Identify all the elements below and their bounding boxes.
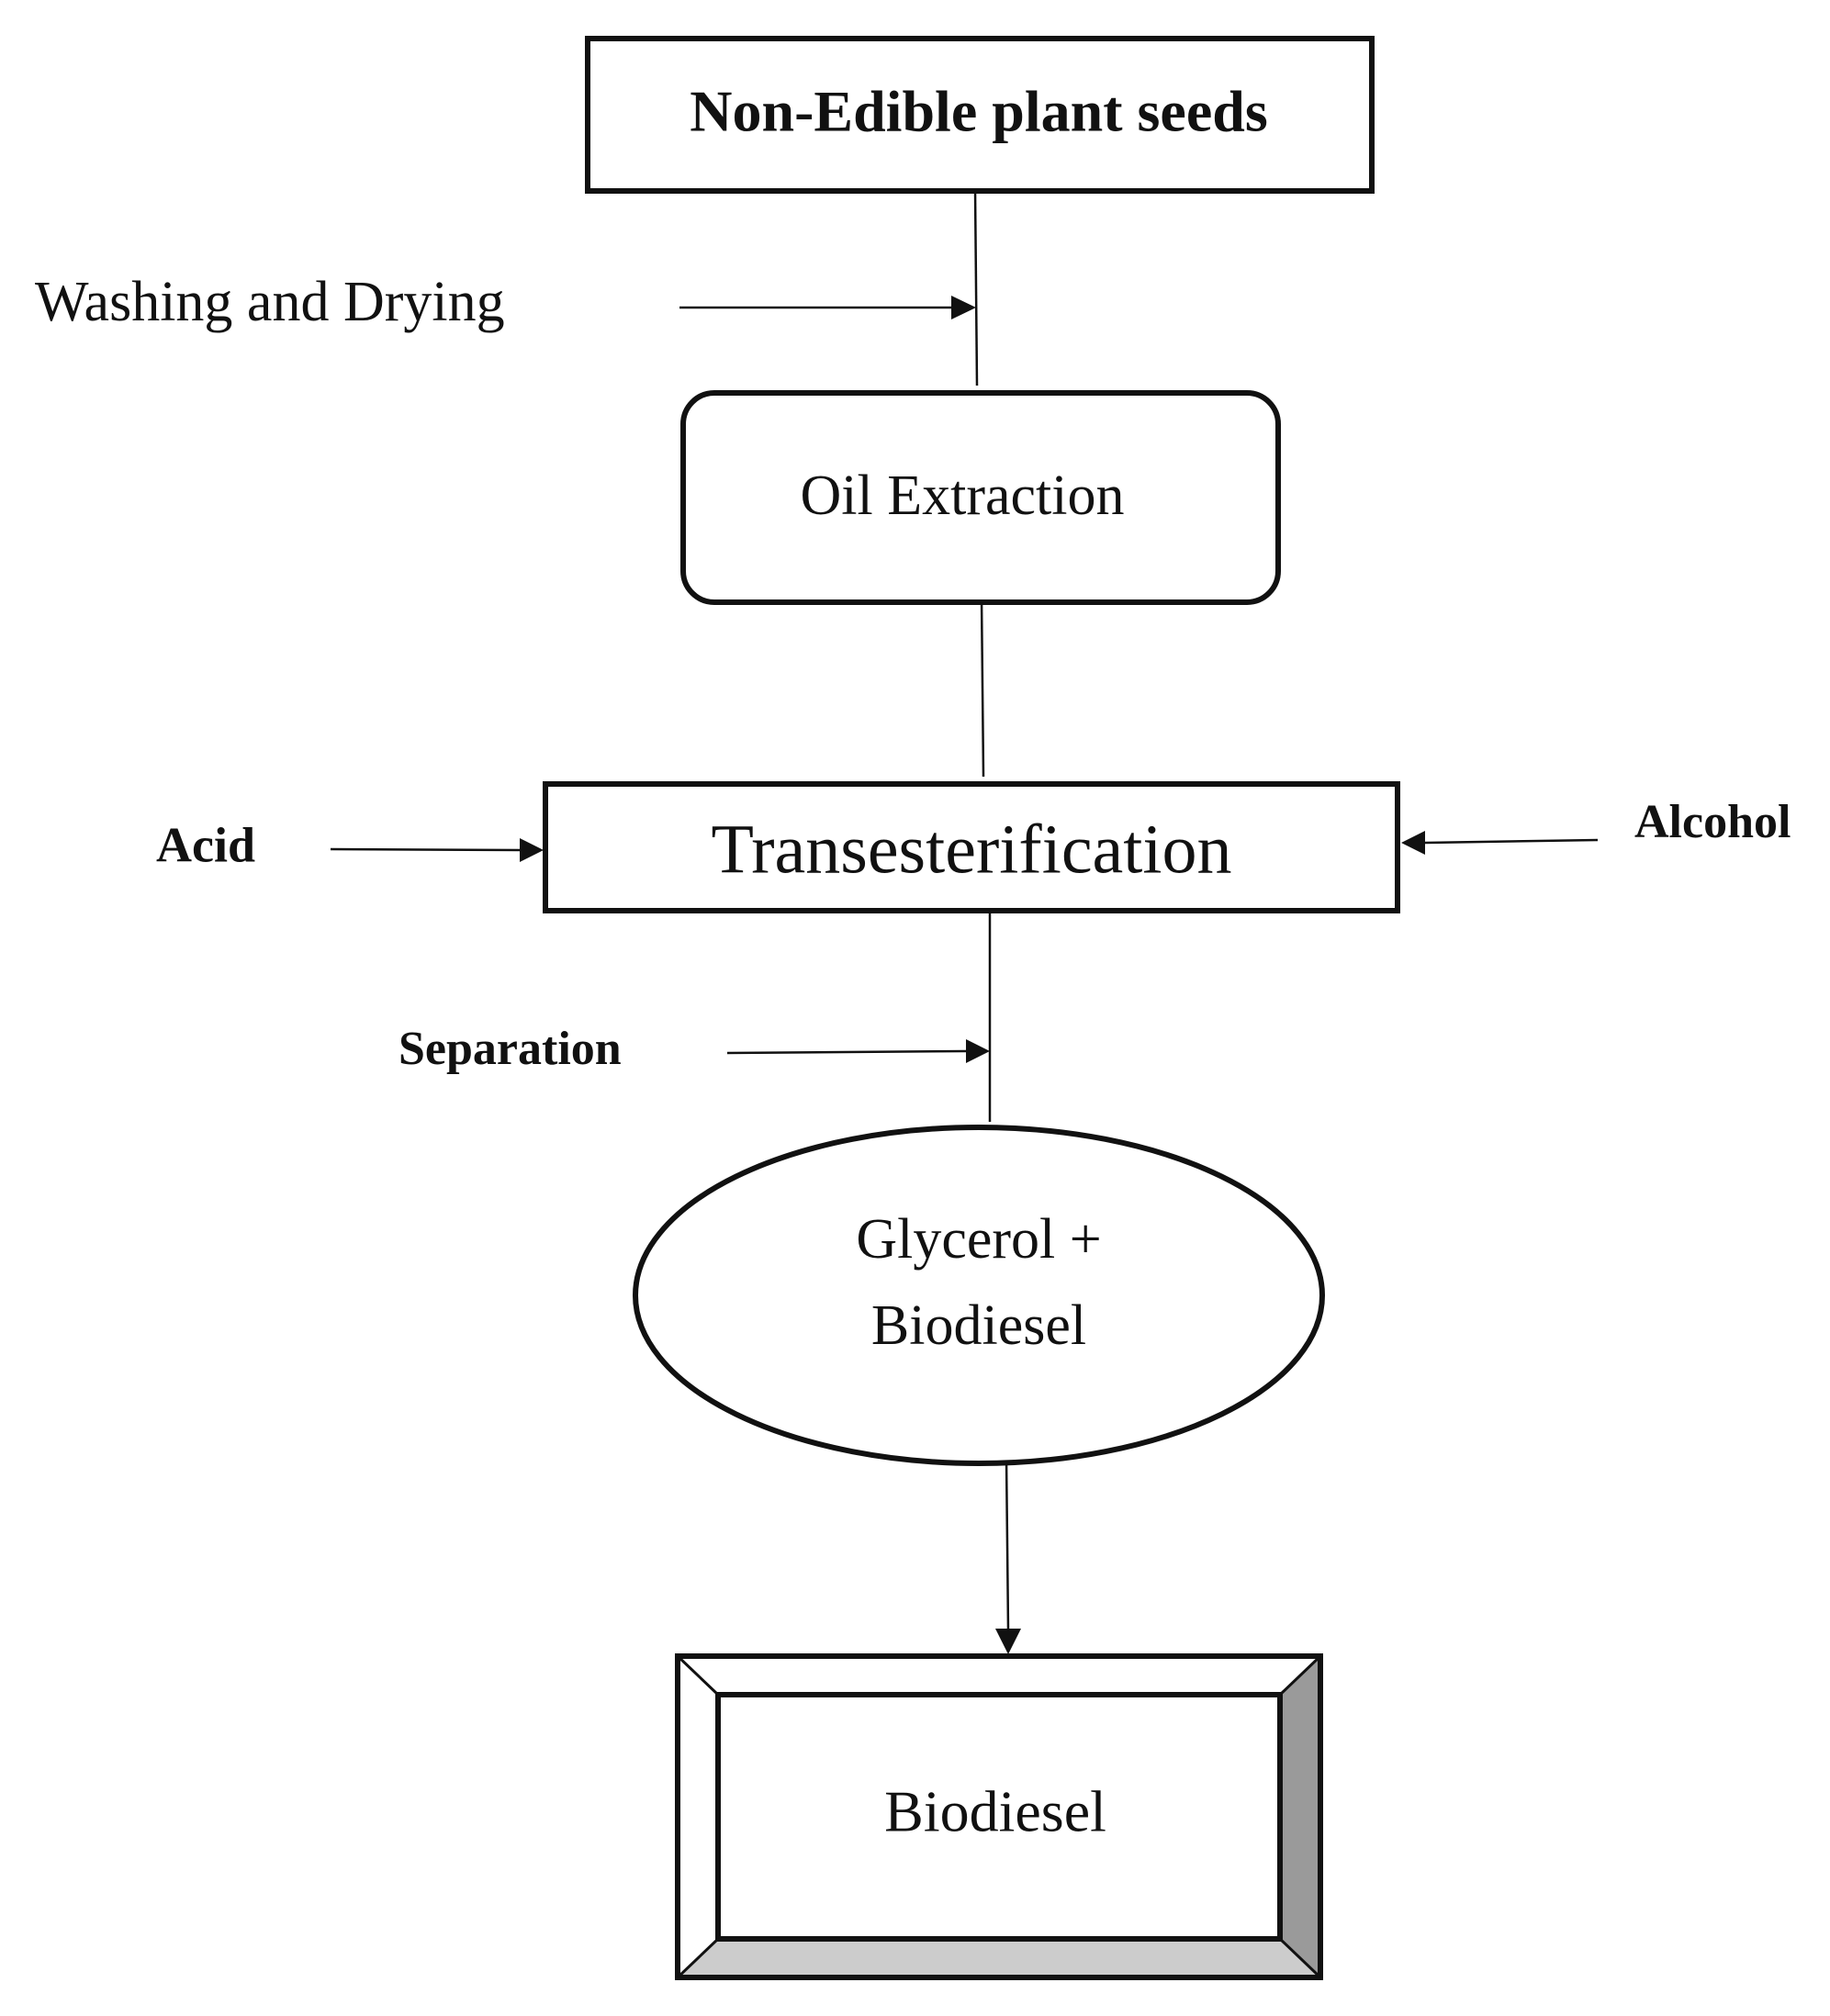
washing-arrowhead [951,296,976,319]
node-glycerol-biodiesel: Glycerol + Biodiesel [633,1125,1325,1466]
oil-extraction-box [680,390,1281,605]
node-seeds: Non-Edible plant seeds [585,36,1375,194]
transesterification-box [543,781,1400,913]
acid-label: Acid [156,817,255,872]
separation-arrowhead [966,1039,990,1063]
alcohol-label: Alcohol [1634,796,1791,848]
seeds-box [585,36,1375,194]
node-oil-extraction: Oil Extraction [680,390,1281,605]
biodiesel-inner-border [715,1692,1283,1942]
separation-arrow-line [726,1049,967,1055]
connector-seeds-to-extraction [973,188,979,386]
acid-arrowhead [520,838,544,862]
biodiesel-bevel-back [678,1656,1320,1977]
separation-label: Separation [399,1023,622,1075]
glycerol-biodiesel-ellipse [633,1125,1325,1466]
glycerol-label: Glycerol + [856,1208,1101,1271]
arrowhead-into-biodiesel [995,1629,1021,1654]
alcohol-arrow-line [1424,838,1599,845]
biodiesel-bevel-right [1280,1656,1320,1977]
biodiesel-bevel-corner-tl [676,1654,720,1697]
connector-extraction-to-transesterification [980,596,985,778]
node-biodiesel: Biodiesel [675,1653,1323,1980]
alcohol-arrowhead [1401,831,1425,855]
acid-arrow-line [330,847,521,852]
oil-extraction-label: Oil Extraction [801,465,1125,527]
biodiesel-bevel-corner-bl [676,1937,720,1979]
node-transesterification: Transesterification [543,781,1400,913]
biodiesel-label: Biodiesel [884,1779,1106,1844]
biodiesel-bevel-bottom [678,1939,1320,1977]
transesterification-label: Transesterification [711,811,1231,888]
washing-drying-label: Washing and Drying [35,271,505,333]
biodiesel-bevel-corner-tr [1278,1654,1322,1697]
biodiesel-mixture-label: Biodiesel [871,1294,1086,1357]
biodiesel-outer-border [675,1653,1323,1980]
connector-mixture-to-biodiesel [1005,1457,1010,1631]
seeds-label: Non-Edible plant seeds [690,79,1267,144]
biodiesel-bevel-corner-br [1278,1937,1322,1979]
